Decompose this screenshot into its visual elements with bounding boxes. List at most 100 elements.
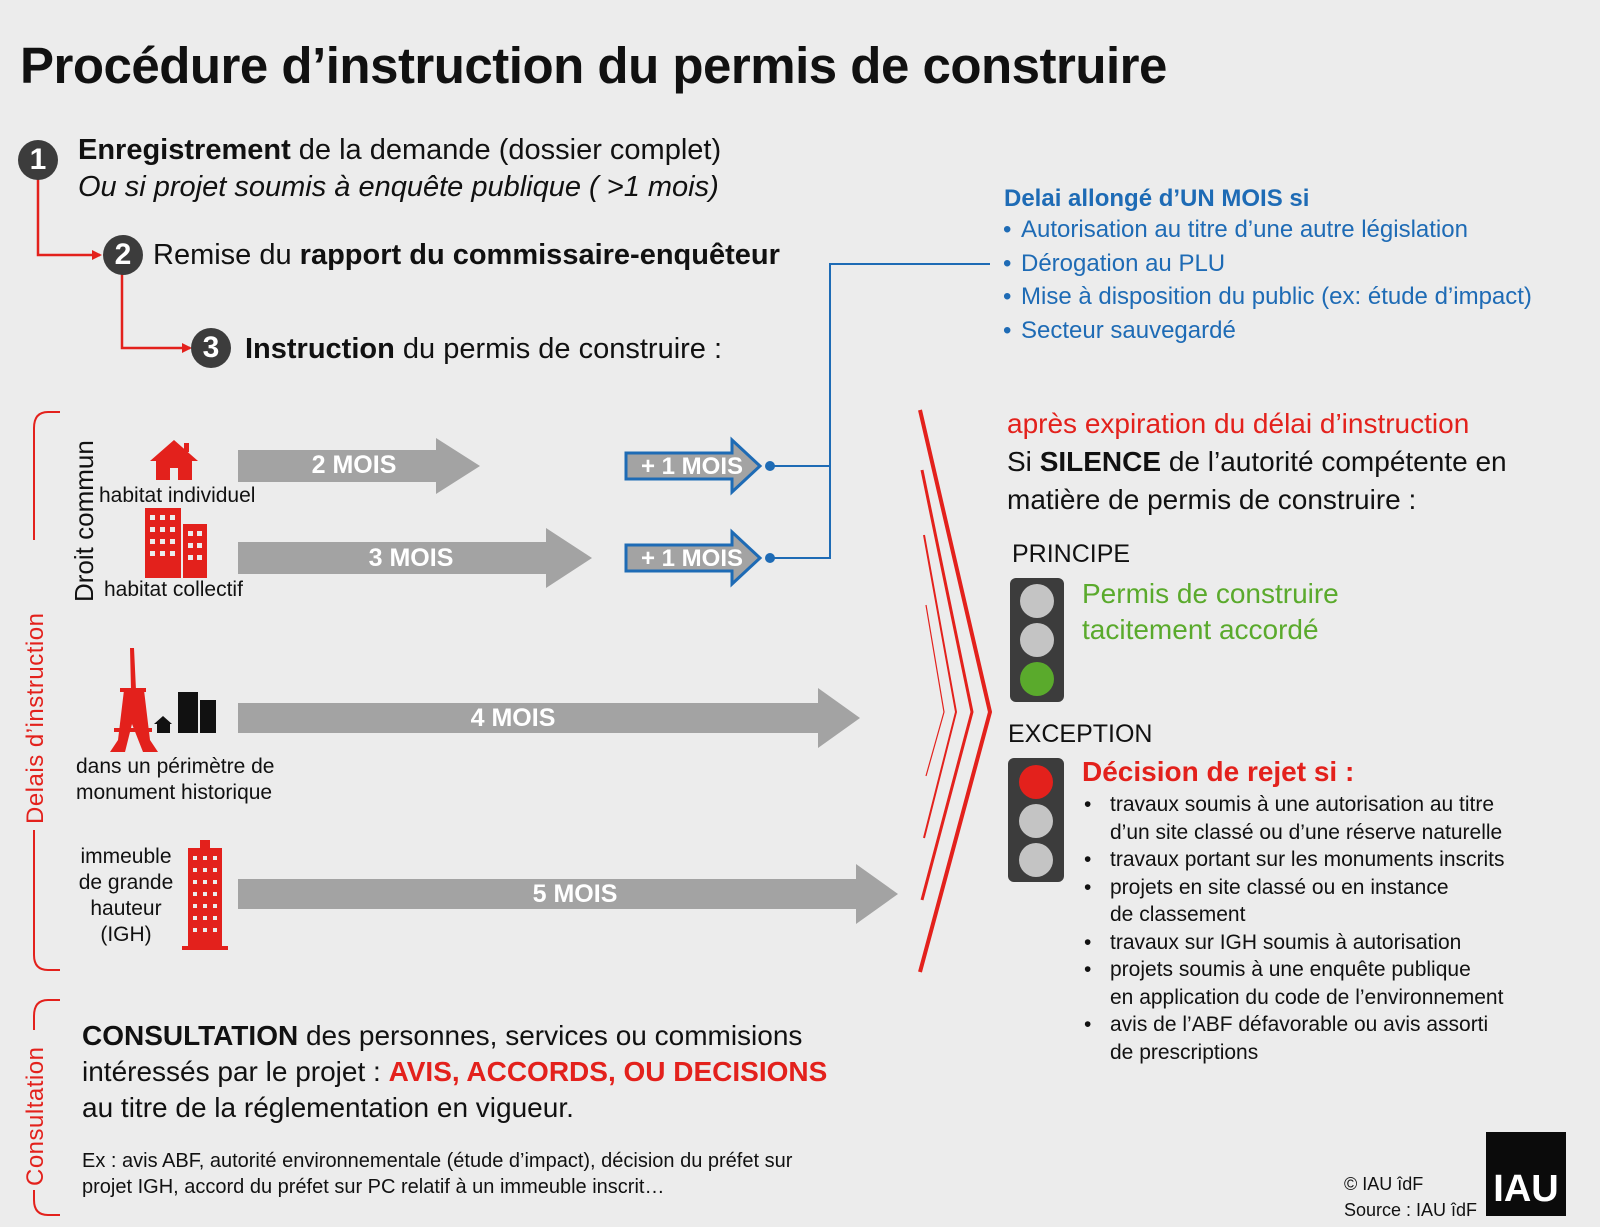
- apartment-windows-icon: [150, 515, 202, 560]
- silence-rest: de l’autorité compétente en: [1161, 446, 1507, 477]
- principe-heading: PRINCIPE: [1012, 540, 1131, 568]
- extension-item: Secteur sauvegardé: [1003, 314, 1532, 348]
- step-1-subtext: Ou si projet soumis à enquête publique (…: [78, 171, 719, 203]
- exception-item-line: travaux sur IGH soumis à autorisation: [1110, 930, 1462, 954]
- exception-item-line: en application du code de l’environnemen…: [1110, 985, 1504, 1009]
- eiffel-tower-icon: [110, 648, 158, 752]
- consultation-example-line: Ex : avis ABF, autorité environnementale…: [82, 1150, 793, 1172]
- arrow-3-mois: [238, 528, 592, 588]
- step-1-rest: de la demande (dossier complet): [290, 134, 722, 166]
- step-3-text: Instruction du permis de construire :: [245, 333, 722, 366]
- consultation-text: CONSULTATION des personnes, services ou …: [82, 1018, 827, 1126]
- exception-heading: EXCEPTION: [1008, 720, 1153, 748]
- duration-plus-1-mois: + 1 MOIS: [640, 545, 744, 572]
- consultation-example: Ex : avis ABF, autorité environnementale…: [82, 1148, 792, 1200]
- principe-text: Permis de construire tacitement accordé: [1082, 576, 1339, 648]
- arrow-2-mois: [238, 438, 480, 494]
- consultation-line-1: CONSULTATION des personnes, services ou …: [82, 1018, 827, 1054]
- exception-item: avis de l’ABF défavorable ou avis assort…: [1084, 1011, 1505, 1066]
- exception-item-line: de classement: [1110, 903, 1246, 926]
- copyright-text: © IAU îdF: [1344, 1174, 1424, 1194]
- page-title: Procédure d’instruction du permis de con…: [20, 37, 1167, 94]
- extension-list: Autorisation au titre d’une autre législ…: [1003, 213, 1532, 347]
- extension-connector: [770, 263, 990, 559]
- exception-item-line: d’un site classé ou d’une réserve nature…: [1110, 820, 1503, 844]
- consultation-bold: CONSULTATION: [82, 1020, 299, 1051]
- exception-item: travaux portant sur les monuments inscri…: [1084, 846, 1505, 874]
- category-label-line: immeuble: [80, 845, 172, 868]
- house-icon: [150, 440, 198, 480]
- category-label-monument: dans un périmètre de monument historique: [76, 754, 274, 806]
- category-label-collectif: habitat collectif: [104, 578, 243, 601]
- delais-label: Delais d’instruction: [22, 612, 49, 824]
- iau-logo-box: [1486, 1132, 1566, 1216]
- principe-line: tacitement accordé: [1082, 614, 1319, 645]
- step-1-text: Enregistrement de la demande (dossier co…: [78, 134, 721, 167]
- exception-item: travaux sur IGH soumis à autorisation: [1084, 929, 1505, 957]
- step-2-number: 2: [114, 238, 132, 271]
- consultation-line-2: intéressés par le projet : AVIS, ACCORDS…: [82, 1054, 827, 1090]
- arrow-plus1-a: [624, 436, 763, 496]
- consultation-example-line: projet IGH, accord du préfet sur PC rela…: [82, 1176, 665, 1198]
- extension-item: Mise à disposition du public (ex: étude …: [1003, 280, 1532, 314]
- category-label-line: de grande: [78, 871, 174, 894]
- dot-2: [765, 553, 775, 563]
- arrow-plus1-b: [624, 528, 763, 588]
- step-2-bold: rapport du commissaire-enquêteur: [299, 239, 780, 271]
- silence-line-3: matière de permis de construire :: [1007, 484, 1417, 515]
- consultation-bracket: [33, 999, 60, 1216]
- step-2-circle: [103, 235, 143, 275]
- exception-item-line: travaux soumis à une autorisation au tit…: [1110, 793, 1495, 816]
- exception-list: travaux soumis à une autorisation au tit…: [1084, 791, 1505, 1066]
- category-label-line: monument historique: [76, 781, 273, 804]
- connector-1-2: [36, 175, 102, 260]
- step-3-circle: [191, 328, 231, 368]
- duration-2-mois: 2 MOIS: [311, 451, 397, 479]
- silence-line-2: Si SILENCE de l’autorité compétente en: [1007, 446, 1507, 478]
- exception-title: Décision de rejet si :: [1082, 756, 1355, 787]
- silence-pre: Si: [1007, 446, 1040, 477]
- step-3-bold: Instruction: [245, 333, 395, 365]
- droit-commun-label: Droit commun: [69, 440, 99, 602]
- delais-bracket: [33, 411, 60, 971]
- category-label-line: hauteur: [90, 897, 162, 920]
- consultation-side-label: Consultation: [22, 1046, 49, 1186]
- exception-item-line: de prescriptions: [1110, 1040, 1259, 1064]
- duration-plus-1-mois: + 1 MOIS: [640, 453, 744, 480]
- silence-line-1: après expiration du délai d’instruction: [1007, 408, 1470, 439]
- iau-logo: IAU: [1493, 1168, 1559, 1210]
- consultation-line-3: au titre de la réglementation en vigueur…: [82, 1092, 574, 1123]
- chevron-lines: [918, 409, 993, 973]
- category-label-line: dans un périmètre de: [76, 755, 275, 778]
- exception-item: projets soumis à une enquête publique en …: [1084, 956, 1505, 1011]
- step-3-number: 3: [202, 331, 220, 364]
- step-2-pre: Remise du: [153, 239, 300, 271]
- consultation-rest: des personnes, services ou commisions: [298, 1020, 803, 1051]
- category-label-igh: immeuble de grande hauteur (IGH): [66, 844, 186, 948]
- duration-4-mois: 4 MOIS: [470, 704, 556, 732]
- category-label-line: (IGH): [100, 923, 152, 946]
- historic-houses-icon: [154, 692, 216, 733]
- category-label-individuel: habitat individuel: [99, 484, 256, 507]
- extension-item: Autorisation au titre d’une autre législ…: [1003, 213, 1532, 247]
- step-2-text: Remise du rapport du commissaire-enquête…: [153, 239, 780, 272]
- exception-item-line: projets soumis à une enquête publique: [1110, 958, 1471, 981]
- credits: © IAU îdF Source : IAU îdF: [1344, 1171, 1477, 1223]
- high-rise-icon: [182, 840, 228, 950]
- duration-5-mois: 5 MOIS: [532, 880, 618, 908]
- extension-item: Dérogation au PLU: [1003, 247, 1532, 281]
- exception-item-line: projets en site classé ou en instance: [1110, 875, 1449, 899]
- principe-line: Permis de construire: [1082, 578, 1339, 609]
- source-text: Source : IAU îdF: [1344, 1200, 1478, 1220]
- step-3-rest: du permis de construire :: [394, 333, 723, 365]
- arrow-5-mois: [238, 864, 898, 924]
- dot-1: [765, 461, 775, 471]
- exception-item: travaux soumis à une autorisation au tit…: [1084, 791, 1505, 846]
- arrow-4-mois: [238, 688, 860, 748]
- silence-bold: SILENCE: [1039, 446, 1162, 477]
- traffic-light-green-icon: [1010, 578, 1064, 702]
- duration-3-mois: 3 MOIS: [368, 544, 454, 572]
- exception-item-line: avis de l’ABF défavorable ou avis assort…: [1110, 1013, 1489, 1036]
- step-1-circle: [18, 140, 58, 180]
